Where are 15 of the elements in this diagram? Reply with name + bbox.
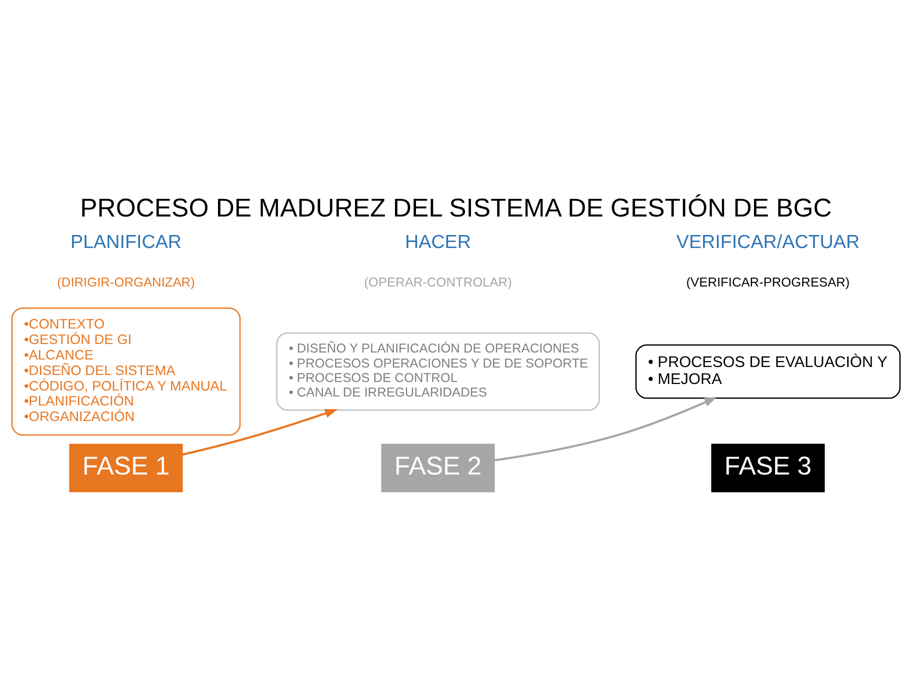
arrow bbox=[182, 408, 338, 456]
diagram-title: PROCESO DE MADUREZ DEL SISTEMA DE GESTIÓN DE BGC bbox=[80, 194, 832, 222]
node-box: FASE 3 bbox=[711, 443, 825, 492]
label: (DIRIGIR-ORGANIZAR) bbox=[57, 274, 195, 289]
arrow bbox=[494, 396, 718, 461]
node-box: • DISEÑO Y PLANIFICACIÓN DE OPERACIONES • PROCESOS OPERACIONES Y DE DE SOPORTE • PROCESOS DE CONTROL • CANAL DE IRREGULARIDADES bbox=[276, 332, 600, 410]
label: (VERIFICAR-PROGRESAR) bbox=[686, 274, 850, 289]
node-box: • PROCESOS DE EVALUACIÒN Y • MEJORA bbox=[635, 344, 901, 398]
label: PLANIFICAR bbox=[70, 230, 182, 252]
node-box: FASE 1 bbox=[69, 443, 183, 492]
label: HACER bbox=[405, 230, 471, 252]
label: (OPERAR-CONTROLAR) bbox=[364, 274, 512, 289]
label: VERIFICAR/ACTUAR bbox=[676, 230, 860, 252]
node-box: •CONTEXTO •GESTIÓN DE GI •ALCANCE •DISEÑO DEL SISTEMA •CÓDIGO, POLÍTICA Y MANUAL •PLANIFICACIÓN •ORGANIZACIÓN bbox=[11, 307, 241, 436]
node-box: FASE 2 bbox=[381, 443, 495, 492]
